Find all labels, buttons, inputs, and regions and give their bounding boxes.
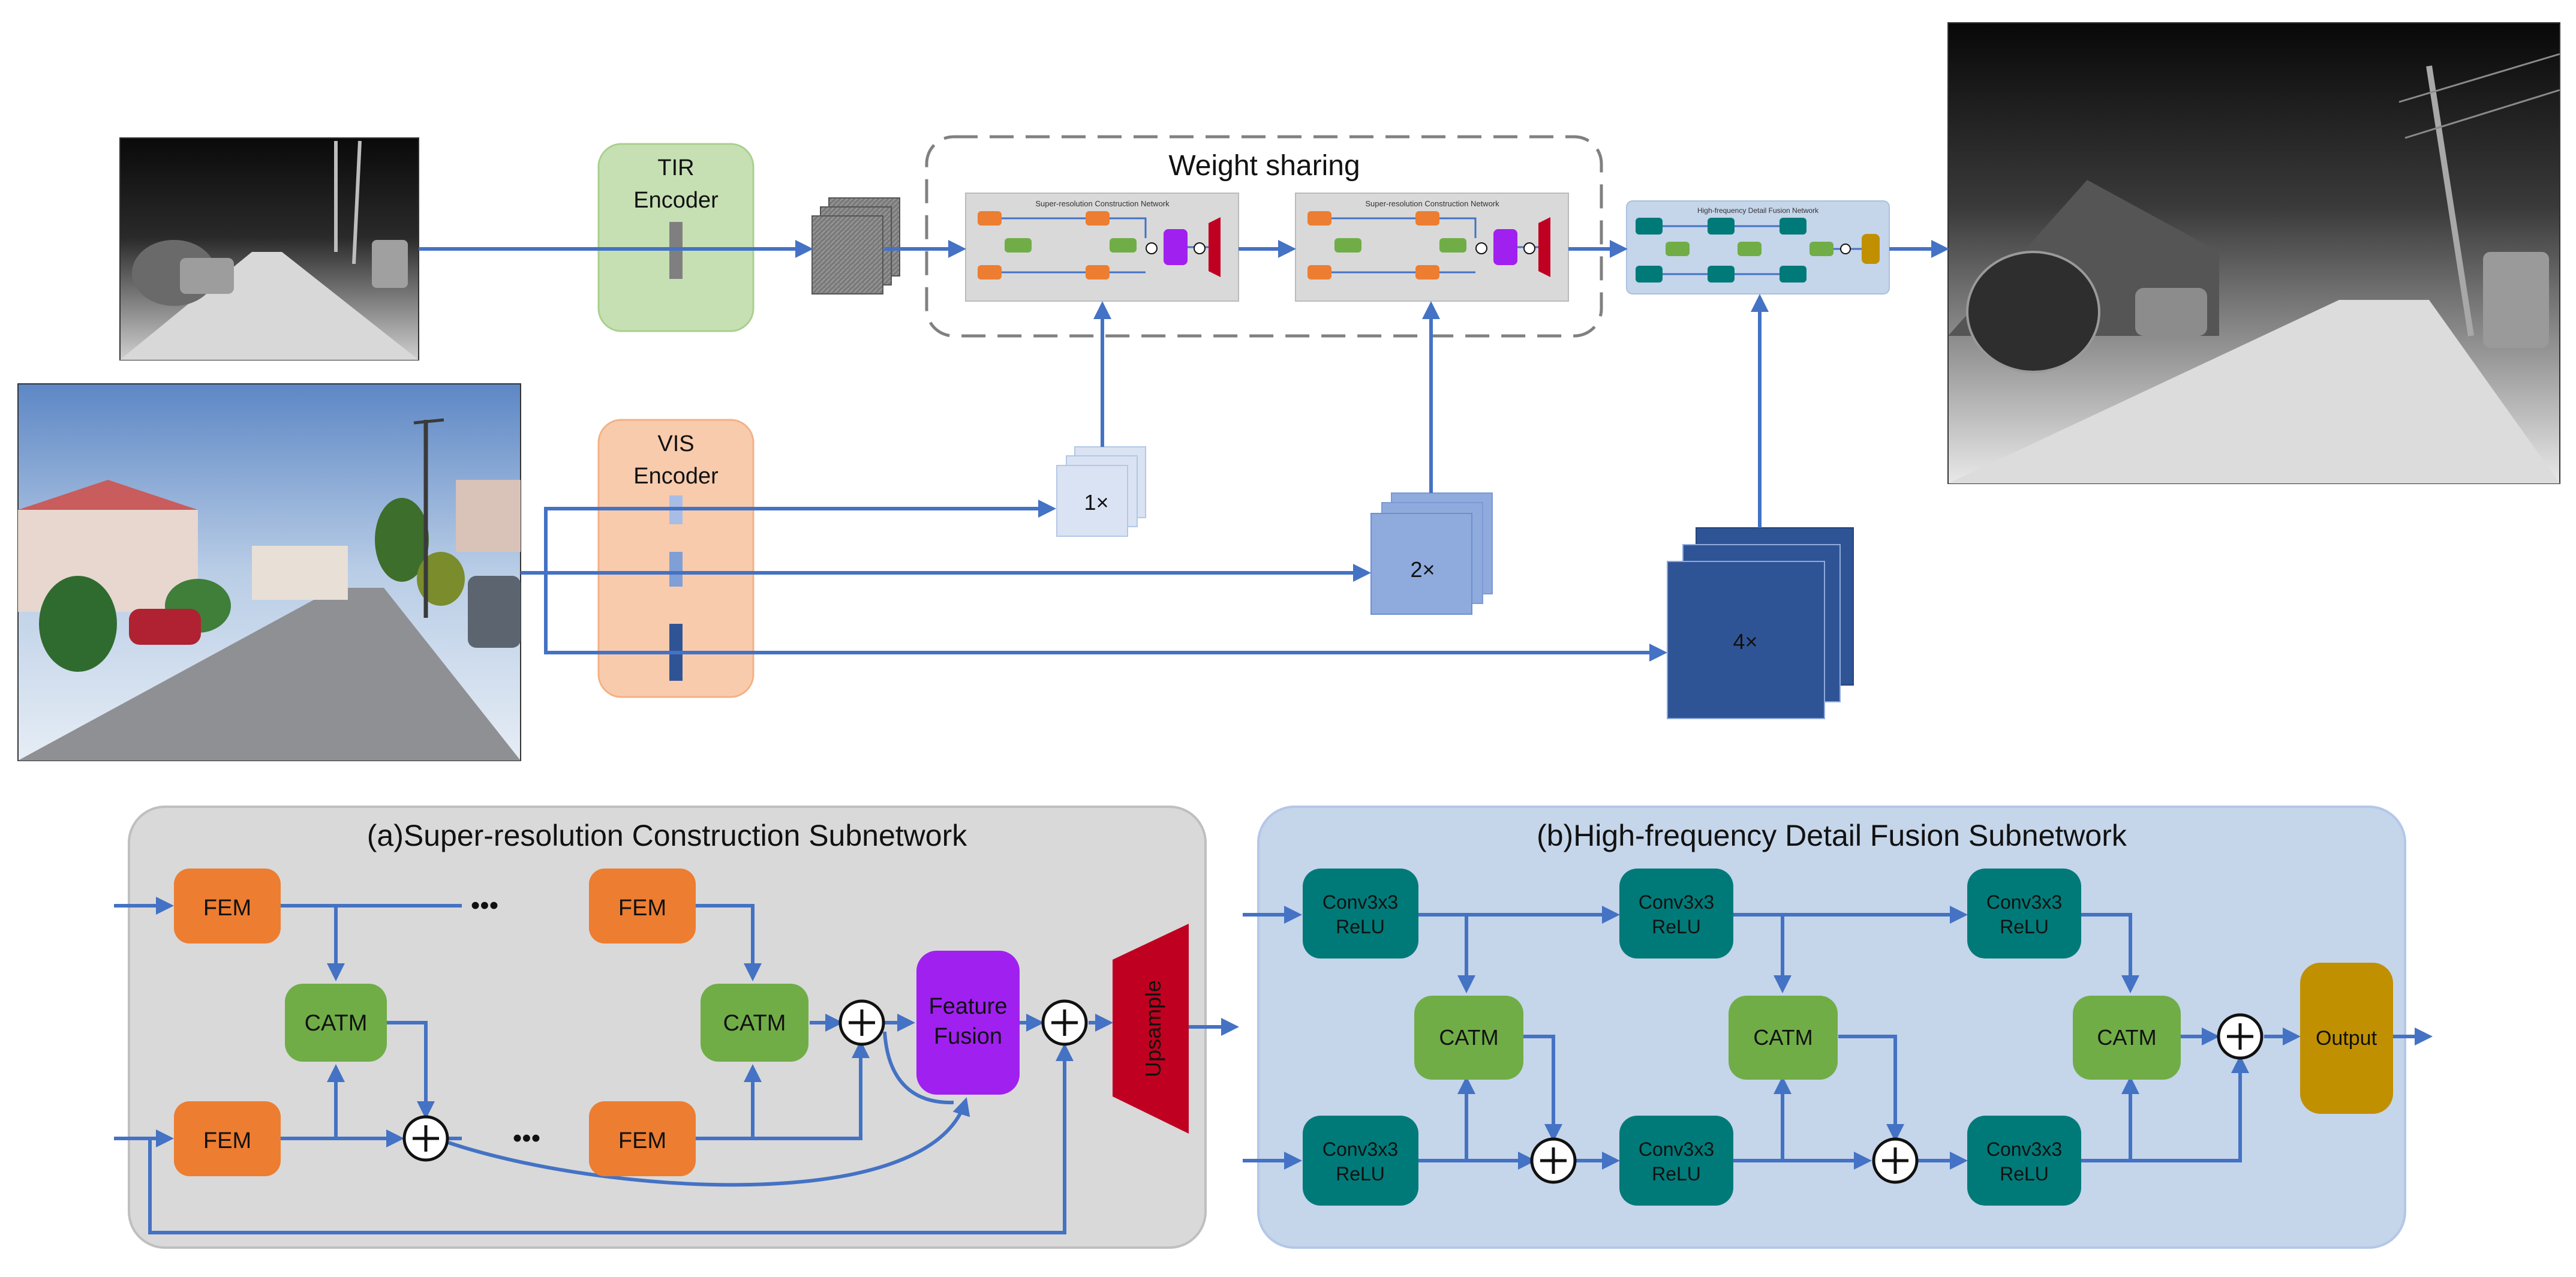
tir-encoder: TIR Encoder	[597, 143, 755, 332]
vis-encoder: VIS Encoder	[597, 419, 755, 698]
panel-a-title: (a)Super-resolution Construction Subnetw…	[367, 819, 967, 852]
conv-block-6	[1967, 1116, 2081, 1206]
conv-block-3	[1967, 869, 2081, 958]
mini-src-network-2: Super-resolution Construction Network	[1295, 193, 1569, 302]
upsample-label: Upsample	[1141, 980, 1165, 1077]
mini-src-network-1: Super-resolution Construction Network	[965, 193, 1239, 302]
fem-label-3: FEM	[203, 1128, 251, 1153]
conv-label-5a: Conv3x3	[1639, 1138, 1714, 1160]
scale-1x-stack: 1×	[1056, 446, 1146, 537]
tir-input-image	[119, 137, 419, 360]
scale-2x-label: 2×	[1410, 557, 1435, 582]
catm-label-b2: CATM	[1753, 1025, 1812, 1050]
catm-block-b2	[1729, 996, 1838, 1080]
scale-1x-label: 1×	[1084, 490, 1108, 515]
conv-block-1	[1303, 869, 1418, 958]
conv-label-2b: ReLU	[1652, 916, 1701, 938]
fem-block-1	[174, 869, 281, 944]
scale-2x-stack: 2×	[1370, 492, 1493, 615]
output-block	[2300, 963, 2393, 1114]
mini-src-title-2: Super-resolution Construction Network	[1365, 199, 1499, 208]
catm-label-a1: CATM	[305, 1011, 368, 1036]
scale-4x-stack: 4×	[1667, 527, 1854, 719]
conv-label-6b: ReLU	[2000, 1163, 2049, 1185]
conv-block-4	[1303, 1116, 1418, 1206]
mini-src-title-1: Super-resolution Construction Network	[1035, 199, 1170, 208]
feature-fusion-block	[916, 951, 1020, 1095]
catm-label-b3: CATM	[2097, 1025, 2156, 1050]
weight-sharing-label: Weight sharing	[1168, 150, 1360, 182]
conv-block-5	[1619, 1116, 1733, 1206]
upsample-block	[1113, 924, 1189, 1134]
tir-feature-stack	[811, 197, 900, 295]
tir-encoder-label-1: TIR	[657, 155, 694, 181]
vis-input-image	[17, 383, 521, 761]
fem-block-2	[589, 869, 696, 944]
conv-label-4b: ReLU	[1336, 1163, 1385, 1185]
vis-encoder-label-1: VIS	[657, 431, 694, 456]
weight-sharing-box: Weight sharing	[925, 135, 1603, 338]
output-label: Output	[2316, 1027, 2377, 1050]
scale-4x-label: 4×	[1733, 629, 1757, 654]
conv-label-4a: Conv3x3	[1322, 1138, 1398, 1160]
tir-encoder-label-2: Encoder	[633, 188, 719, 213]
panel-b-blocks: Conv3x3 ReLU Conv3x3 ReLU Conv3x3 ReLU C…	[1303, 869, 2393, 1206]
conv-label-5b: ReLU	[1652, 1163, 1701, 1185]
conv-label-3a: Conv3x3	[1986, 891, 2062, 913]
catm-block-b1	[1414, 996, 1523, 1080]
conv-label-2a: Conv3x3	[1639, 891, 1714, 913]
dots-top: •••	[471, 891, 498, 920]
fem-label-4: FEM	[618, 1128, 666, 1153]
panel-a-blocks: FEM FEM FEM FEM ••• ••• CATM CATM Featur…	[174, 869, 1189, 1176]
conv-label-6a: Conv3x3	[1986, 1138, 2062, 1160]
feature-fusion-label-1: Feature	[929, 994, 1008, 1019]
conv-block-2	[1619, 869, 1733, 958]
panel-a-connectors	[114, 897, 1239, 1234]
feature-fusion-label-2: Fusion	[934, 1024, 1002, 1049]
fused-output-image	[1947, 22, 2560, 484]
conv-label-1b: ReLU	[1336, 916, 1385, 938]
mini-hdf-network: High-frequency Detail Fusion Network	[1626, 200, 1890, 295]
catm-block-b3	[2073, 996, 2181, 1080]
fem-block-3	[174, 1101, 281, 1176]
fem-label-2: FEM	[618, 896, 666, 921]
fem-block-4	[589, 1101, 696, 1176]
panel-b-title: (b)High-frequency Detail Fusion Subnetwo…	[1537, 819, 2127, 852]
conv-label-3b: ReLU	[2000, 916, 2049, 938]
conv-label-1a: Conv3x3	[1322, 891, 1398, 913]
catm-block-a1	[285, 984, 387, 1062]
panel-b-connectors	[1243, 906, 2433, 1170]
catm-label-b1: CATM	[1439, 1025, 1498, 1050]
dots-bottom: •••	[513, 1123, 540, 1153]
catm-block-a2	[701, 984, 808, 1062]
vis-encoder-label-2: Encoder	[633, 464, 719, 489]
top-arrows	[419, 240, 1949, 662]
mini-hdf-title: High-frequency Detail Fusion Network	[1697, 206, 1819, 215]
fem-label-1: FEM	[203, 896, 251, 921]
catm-label-a2: CATM	[723, 1011, 786, 1036]
